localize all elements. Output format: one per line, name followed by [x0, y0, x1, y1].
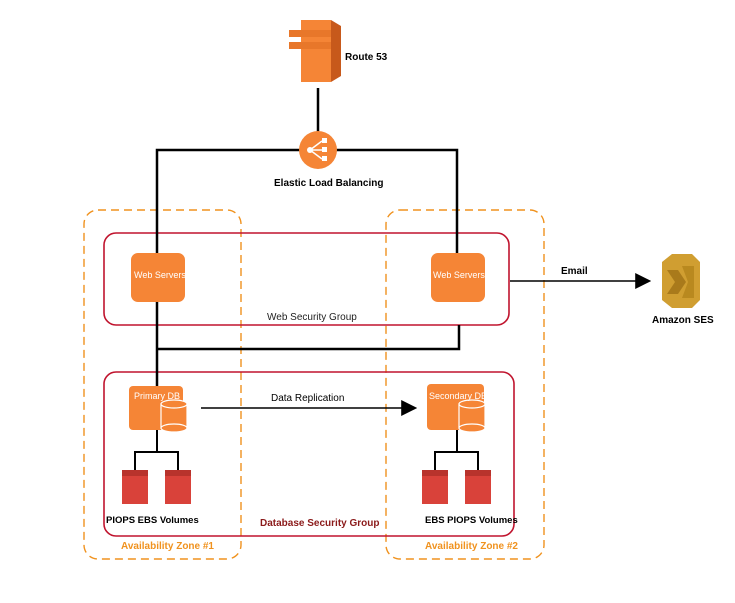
- route53-icon: [289, 20, 341, 82]
- web-server-1-label: Web Servers: [134, 270, 186, 280]
- route53-label: Route 53: [345, 52, 388, 63]
- volume-connectors: [134, 430, 479, 470]
- web-server-2-box: [431, 253, 485, 302]
- elb-to-web-2-line: [336, 148, 459, 253]
- primary-db-icon: [129, 386, 188, 433]
- availability-zone-1-label: Availability Zone #1: [121, 541, 214, 552]
- secondary-db-icon: [427, 384, 486, 433]
- elb-to-web-1-line: [155, 148, 300, 253]
- volumes-1-label: PIOPS EBS Volumes: [106, 515, 199, 526]
- load-balancer-icon: [299, 131, 337, 169]
- ebs-volume-icon: [122, 470, 191, 504]
- db-bus-line: [157, 325, 461, 351]
- availability-zone-2-label: Availability Zone #2: [425, 541, 518, 552]
- connectors: [155, 88, 461, 386]
- web-server-2-label: Web Servers: [433, 270, 485, 280]
- ses-label: Amazon SES: [652, 315, 714, 326]
- ses-icon: [662, 254, 700, 308]
- web-security-group-box: [103, 232, 510, 326]
- database-security-group-label: Database Security Group: [260, 518, 380, 529]
- web-security-group-label: Web Security Group: [267, 312, 357, 323]
- volumes-2-label: EBS PIOPS Volumes: [425, 515, 518, 526]
- web-server-1-box: [131, 253, 185, 302]
- elb-label: Elastic Load Balancing: [274, 178, 384, 189]
- secondary-db-label: Secondary DB: [429, 391, 488, 401]
- data-replication-label: Data Replication: [271, 393, 345, 404]
- email-label: Email: [561, 266, 588, 277]
- availability-zone-2-box: [385, 209, 545, 560]
- primary-db-label: Primary DB: [134, 391, 181, 401]
- database-security-group-box: [103, 371, 515, 537]
- ebs-volume-icon: [422, 470, 491, 504]
